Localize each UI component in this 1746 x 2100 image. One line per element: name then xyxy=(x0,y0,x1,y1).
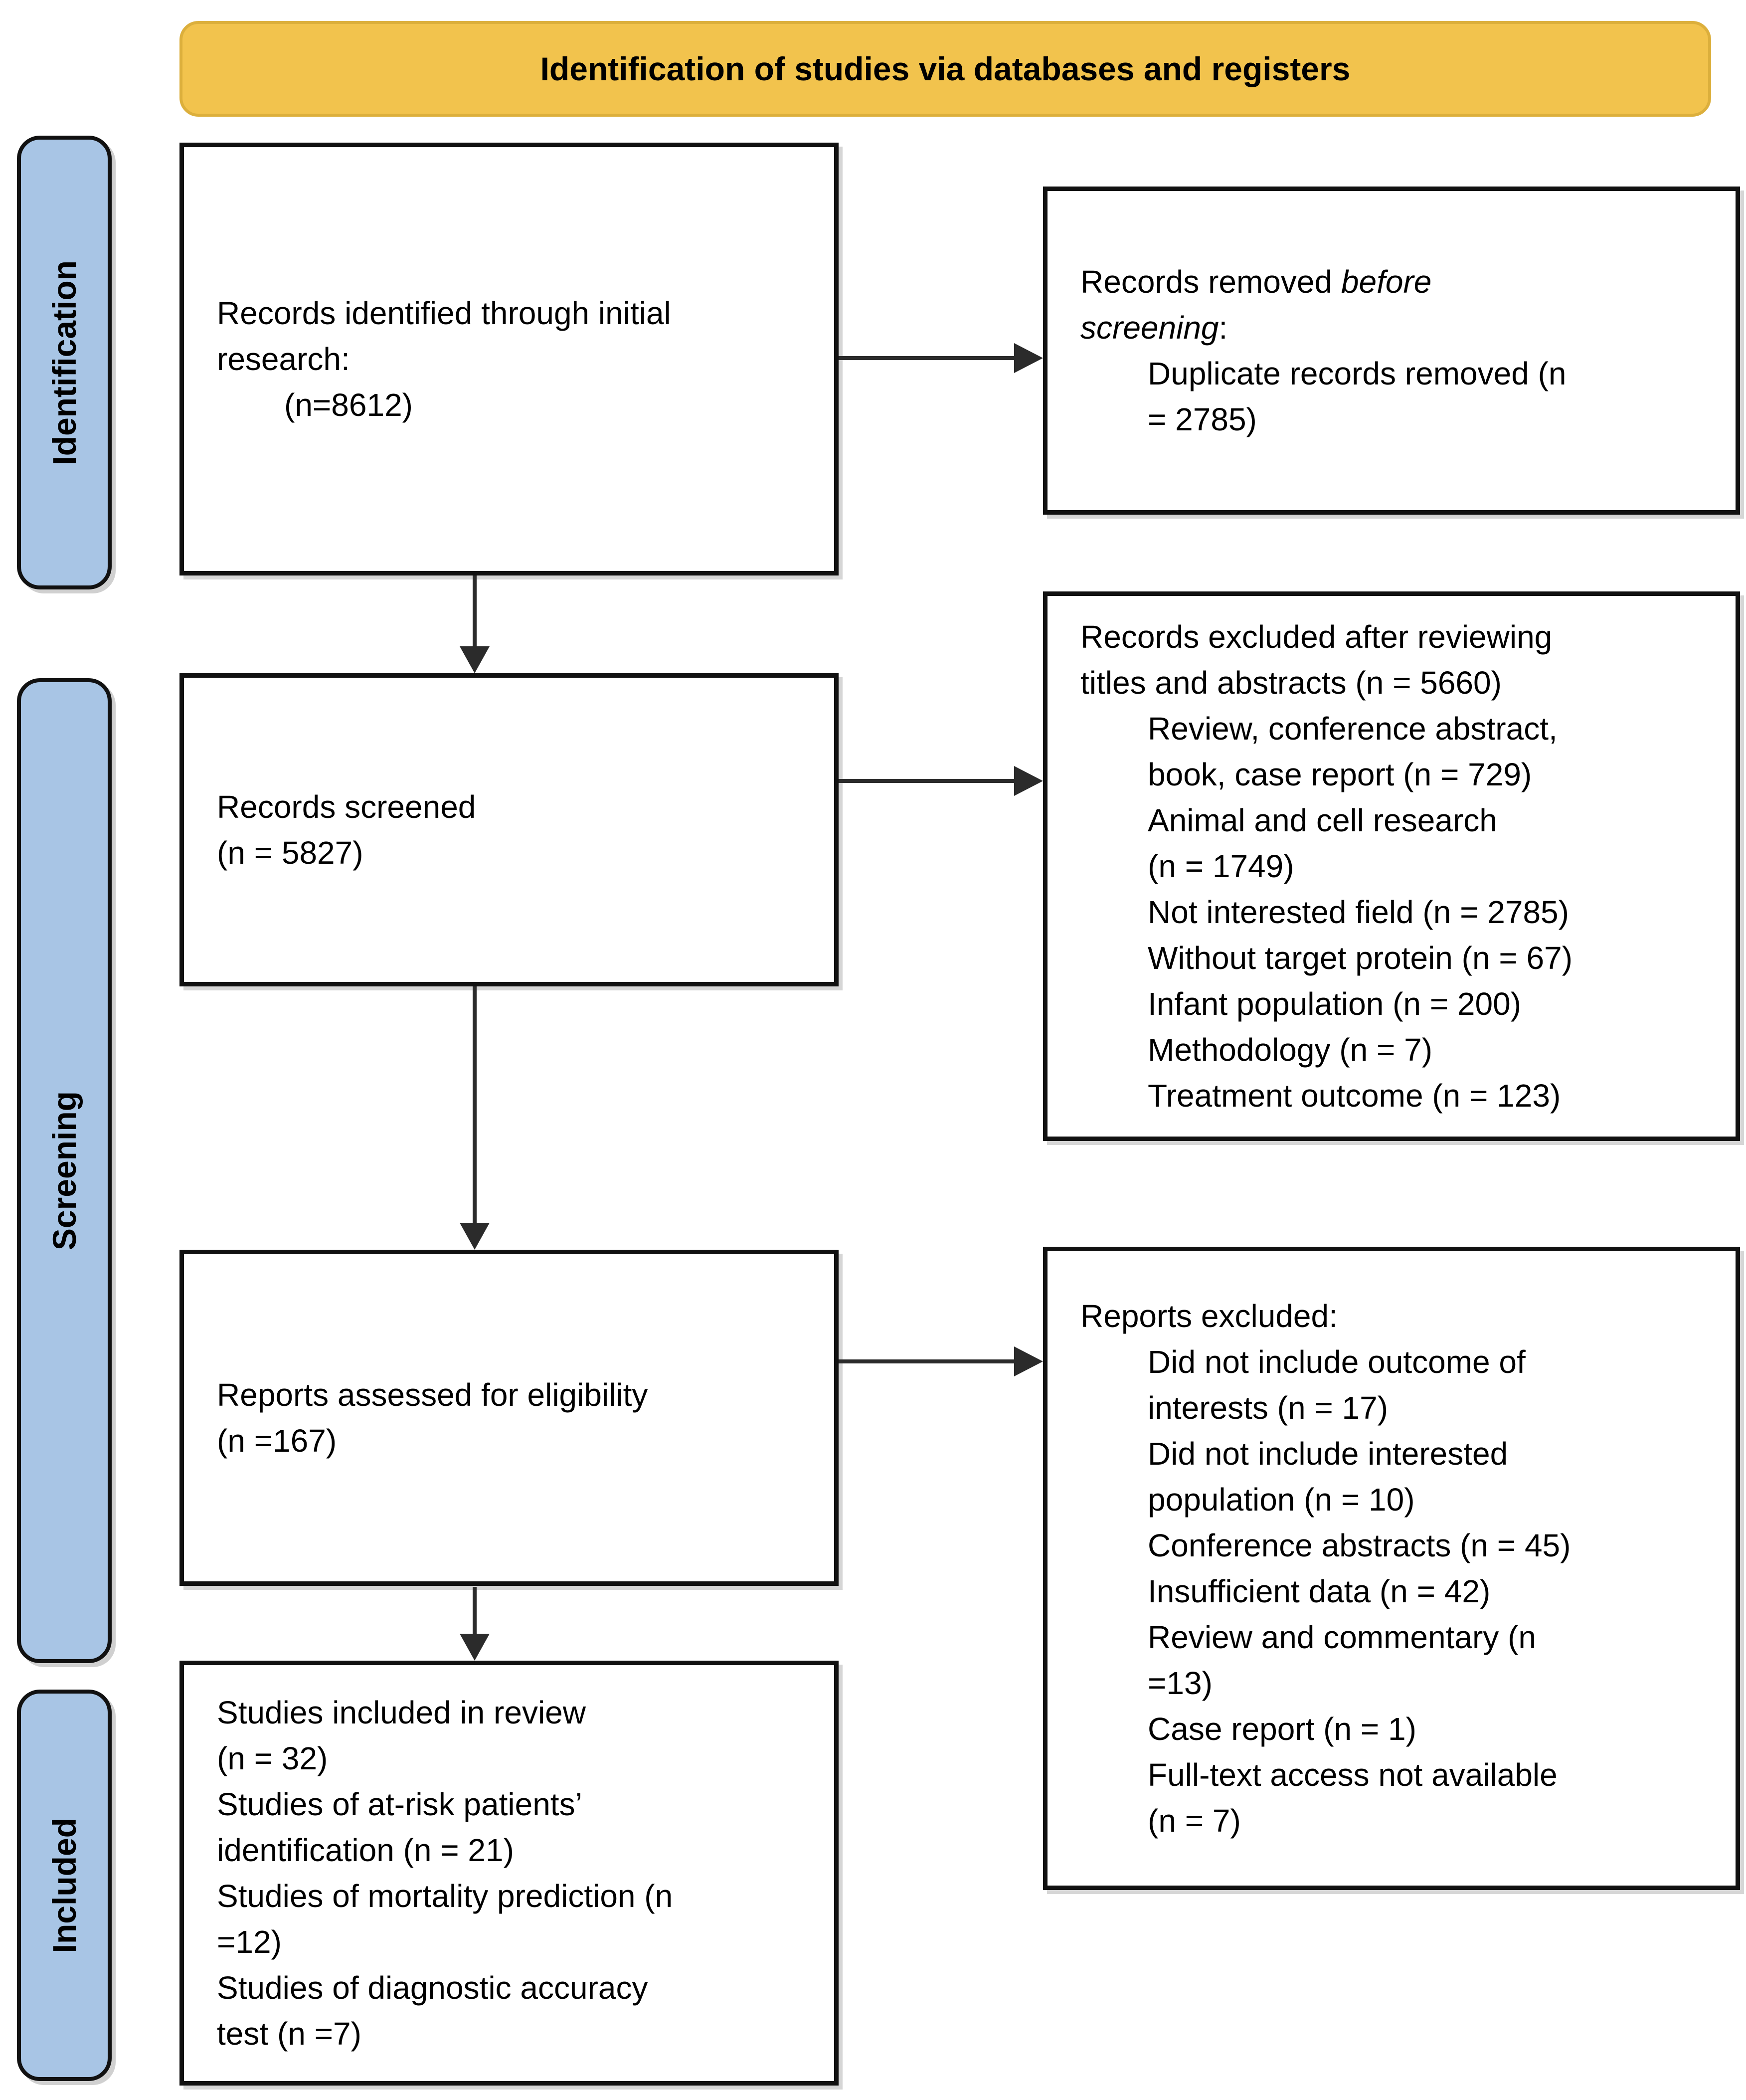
banner-title-text: Identification of studies via databases … xyxy=(540,50,1351,87)
text-line: titles and abstracts (n = 5660) xyxy=(1080,665,1502,701)
box-studies-included: Studies included in review (n = 32) Studie… xyxy=(179,1661,839,2086)
box-reports-assessed: Reports assessed for eligibility (n =167) xyxy=(179,1250,839,1586)
text-line: =12) xyxy=(217,1924,282,1960)
text-line: Review and commentary (n xyxy=(1148,1619,1536,1655)
text-line: interests (n = 17) xyxy=(1148,1390,1388,1426)
stage-label-screening-text: Screening xyxy=(46,1091,83,1251)
stage-label-included: Included xyxy=(17,1690,112,2081)
text-line: Studies of mortality prediction (n xyxy=(217,1878,673,1914)
text-line: Conference abstracts (n = 45) xyxy=(1148,1527,1571,1563)
text-line: Treatment outcome (n = 123) xyxy=(1148,1078,1561,1114)
text-line: (n =167) xyxy=(217,1423,337,1459)
arrow-identified-to-screened xyxy=(460,575,490,673)
stage-label-identification: Identification xyxy=(17,136,112,589)
stage-label-screening: Screening xyxy=(17,678,112,1663)
text-line: test (n =7) xyxy=(217,2016,361,2052)
text-line: Methodology (n = 7) xyxy=(1148,1032,1432,1068)
text-line: =13) xyxy=(1148,1665,1213,1701)
text-line: Review, conference abstract, xyxy=(1148,711,1558,747)
box-records-excluded: Records excluded after reviewing titles a… xyxy=(1043,591,1740,1141)
text-line: Insufficient data (n = 42) xyxy=(1148,1573,1491,1609)
text-line: Records removed before xyxy=(1080,264,1432,300)
text-line: (n = 1749) xyxy=(1148,848,1294,884)
text-line: research: xyxy=(217,341,350,377)
text-line: Records identified through initial xyxy=(217,295,671,331)
text-line: (n = 7) xyxy=(1148,1803,1241,1839)
arrow-screened-to-excluded xyxy=(839,766,1043,796)
text-line: Records screened xyxy=(217,789,476,825)
text-line: Did not include outcome of xyxy=(1148,1344,1526,1380)
text-line: Did not include interested xyxy=(1148,1436,1508,1472)
text-line: book, case report (n = 729) xyxy=(1148,757,1532,792)
text-line: Studies of diagnostic accuracy xyxy=(217,1970,648,2006)
arrow-screened-to-assessed xyxy=(460,986,490,1250)
text-line: Studies of at-risk patients’ xyxy=(217,1786,582,1822)
stage-label-included-text: Included xyxy=(46,1817,83,1953)
text-line: identification (n = 21) xyxy=(217,1832,514,1868)
stage-label-identification-text: Identification xyxy=(46,260,83,465)
box-records-screened: Records screened (n = 5827) xyxy=(179,673,839,986)
arrow-assessed-to-reports-excluded xyxy=(839,1346,1043,1376)
text-line: (n = 32) xyxy=(217,1740,328,1776)
arrow-assessed-to-included xyxy=(460,1587,490,1661)
text-line: Reports excluded: xyxy=(1080,1298,1338,1334)
text-line: Without target protein (n = 67) xyxy=(1148,940,1572,976)
text-line: Infant population (n = 200) xyxy=(1148,986,1521,1022)
text-line: Animal and cell research xyxy=(1148,802,1497,838)
box-records-removed-before-screening: Records removed before screening: Duplicat… xyxy=(1043,187,1740,515)
text-line: = 2785) xyxy=(1148,401,1257,437)
text-line: Full-text access not available xyxy=(1148,1757,1558,1793)
banner-title: Identification of studies via databases … xyxy=(179,21,1711,117)
text-line: (n = 5827) xyxy=(217,835,363,871)
box-records-identified: Records identified through initial resear… xyxy=(179,143,839,575)
text-line: Records excluded after reviewing xyxy=(1080,619,1553,655)
text-line: screening: xyxy=(1080,310,1228,346)
text-line: population (n = 10) xyxy=(1148,1482,1415,1518)
arrow-identified-to-removed xyxy=(839,343,1043,373)
text-line: (n=8612) xyxy=(284,387,413,423)
text-line: Duplicate records removed (n xyxy=(1148,356,1567,391)
text-line: Case report (n = 1) xyxy=(1148,1711,1416,1747)
text-line: Not interested field (n = 2785) xyxy=(1148,894,1569,930)
box-reports-excluded: Reports excluded: Did not include outcome… xyxy=(1043,1247,1740,1890)
text-line: Studies included in review xyxy=(217,1695,586,1730)
text-line: Reports assessed for eligibility xyxy=(217,1377,648,1413)
